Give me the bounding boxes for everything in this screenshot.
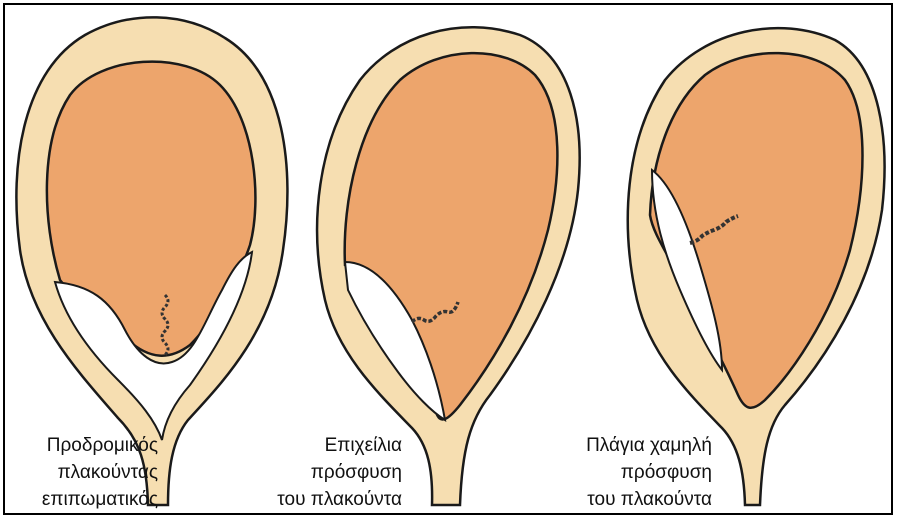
label-low-lateral-insertion: Πλάγια χαμηλή πρόσφυση του πλακούντα — [540, 432, 712, 513]
label-marginal-insertion: Επιχείλια πρόσφυση του πλακούντα — [260, 432, 402, 513]
label-placenta-praevia-central: Προδρομικός πλακούντας επιπωματικός — [8, 432, 158, 513]
